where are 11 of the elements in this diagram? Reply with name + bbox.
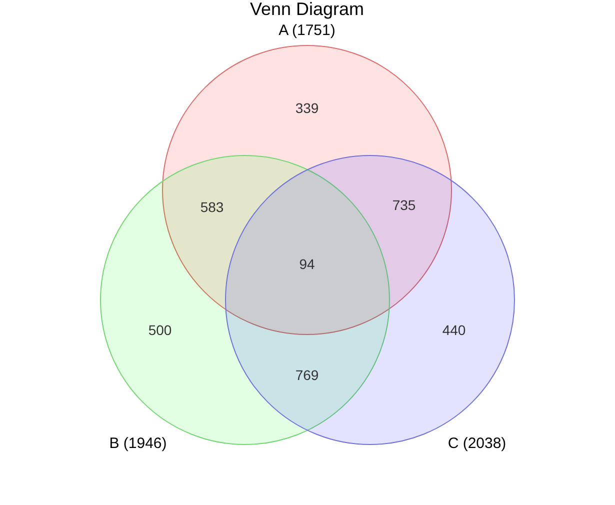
region-count: 769 (295, 367, 319, 383)
chart-title: Venn Diagram (250, 0, 364, 20)
region-count: 500 (148, 322, 172, 338)
region-count: 583 (200, 199, 224, 215)
region-count: 94 (299, 256, 315, 272)
region-count: 735 (392, 197, 416, 213)
set-label: B (1946) (109, 435, 167, 452)
set-label: A (1751) (278, 22, 336, 39)
set-label: C (2038) (448, 435, 506, 452)
region-count: 440 (442, 322, 466, 338)
region-count: 339 (295, 100, 319, 116)
